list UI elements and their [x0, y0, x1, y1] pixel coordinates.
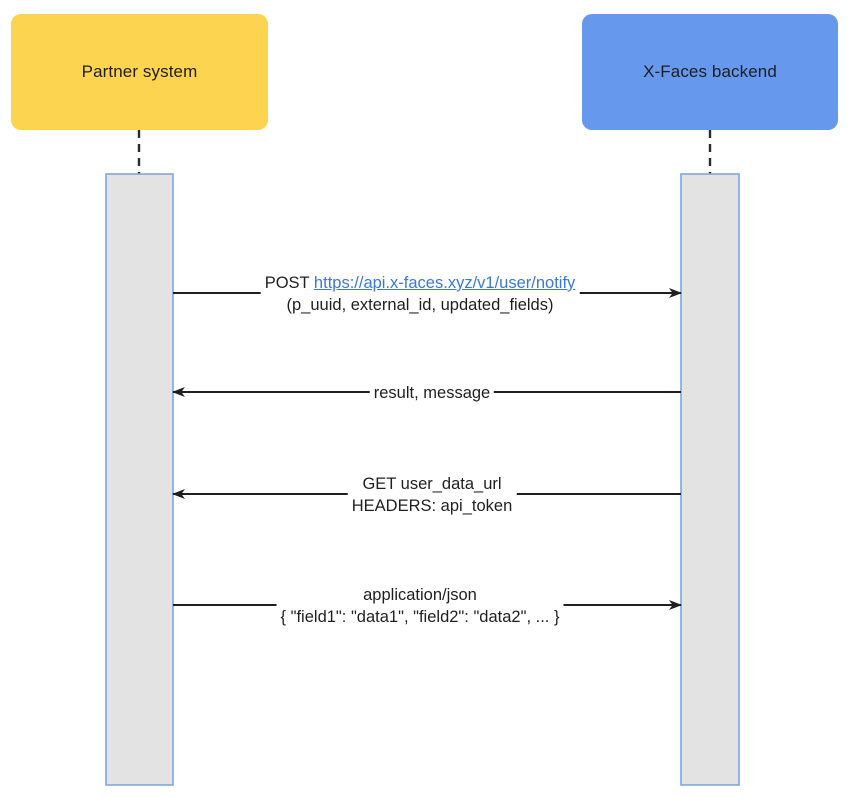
message-4-line-2: { "field1": "data1", "field2": "data2", …: [280, 608, 560, 626]
participant-label-partner-system: Partner system: [81, 62, 198, 81]
participant-box-x-faces-backend[interactable]: X-Faces backend: [582, 14, 838, 130]
message-3-line-2: HEADERS: api_token: [351, 497, 513, 515]
message-3-line-1: GET user_data_url: [362, 475, 502, 493]
message-1-line-2: (p_uuid, external_id, updated_fields): [286, 296, 554, 314]
message-label-2: result, message: [369, 382, 495, 404]
message-label-4: application/json { "field1": "data1", "f…: [276, 584, 564, 628]
message-label-3: GET user_data_url HEADERS: api_token: [347, 473, 517, 517]
message-1-url-link[interactable]: https://api.x-faces.xyz/v1/user/notify: [313, 274, 576, 292]
participant-label-x-faces-backend: X-Faces backend: [643, 62, 777, 81]
participant-box-partner-system[interactable]: Partner system: [11, 14, 268, 130]
message-label-1: POST https://api.x-faces.xyz/v1/user/not…: [260, 272, 580, 316]
activation-bar-partner: [105, 173, 174, 786]
message-4-line-1: application/json: [363, 586, 477, 604]
message-2-line-1: result, message: [373, 384, 491, 402]
message-1-line-1: POST https://api.x-faces.xyz/v1/user/not…: [265, 272, 576, 294]
message-1-method: POST: [264, 274, 314, 292]
activation-bar-backend: [680, 173, 740, 786]
